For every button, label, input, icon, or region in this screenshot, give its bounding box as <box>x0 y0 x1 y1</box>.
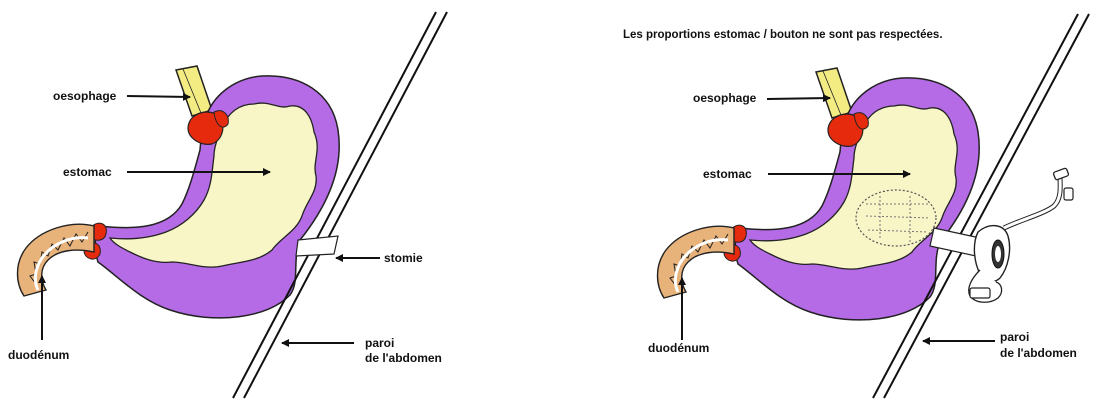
label-stoma: stomie <box>384 251 423 265</box>
caption: Les proportions estomac / bouton ne sont… <box>623 29 943 41</box>
label-wall-line2: de l'abdomen <box>1000 346 1077 360</box>
label-wall-line1: paroi <box>365 336 394 350</box>
label-wall-line1: paroi <box>1000 330 1029 344</box>
label-stomach: estomac <box>63 165 112 179</box>
stoma-channel <box>296 236 338 256</box>
label-wall-line2: de l'abdomen <box>365 351 442 365</box>
label-oesophagus: oesophage <box>53 89 117 103</box>
label-oesophagus: oesophage <box>693 91 757 105</box>
right-illustration: Les proportions estomac / bouton ne sont… <box>623 14 1089 398</box>
arrow-icon <box>127 96 190 97</box>
left-illustration: oesophage estomac stomie duodénum paroi … <box>8 12 447 398</box>
label-duodenum: duodénum <box>8 348 69 362</box>
label-stomach: estomac <box>703 167 752 181</box>
arrow-icon <box>767 98 830 99</box>
label-duodenum: duodénum <box>648 341 709 355</box>
